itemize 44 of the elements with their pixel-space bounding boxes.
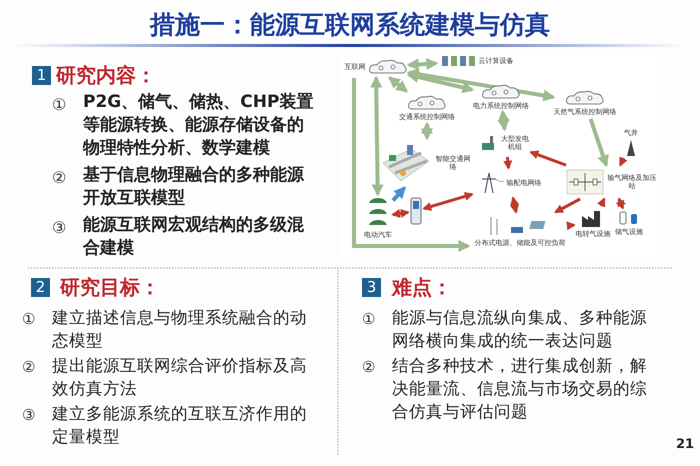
list-marker: ②	[52, 167, 68, 189]
list-marker: ①	[22, 309, 36, 330]
arrow	[510, 196, 519, 214]
arrow	[406, 71, 474, 94]
section-heading: 研究内容：	[56, 63, 157, 87]
arrow	[529, 150, 567, 166]
list-marker: ①	[362, 309, 376, 330]
list-item: 提出能源互联网综合评价指标及高效仿真方法	[52, 355, 308, 400]
page-number: 21	[676, 437, 696, 452]
list-item: 能源互联网宏观结构的多级混合建模	[83, 214, 305, 260]
arrow	[554, 198, 581, 214]
list-item: P2G、储气、储热、CHP装置等能源转换、能源存储设备的物理特性分析、数学建模	[83, 91, 314, 160]
list-marker: ②	[362, 357, 376, 378]
arrow	[406, 68, 556, 102]
arrow	[616, 197, 626, 210]
arrow	[406, 58, 438, 70]
arrow	[566, 221, 576, 230]
arrow	[422, 192, 474, 211]
list-item: 基于信息物理融合的多种能源开放互联模型	[83, 164, 306, 210]
arrow	[370, 76, 384, 196]
arrow	[618, 156, 628, 167]
number-badge: 3	[362, 278, 381, 297]
arrow	[392, 186, 406, 202]
arrow	[391, 208, 410, 218]
arrow	[498, 110, 510, 132]
list-item: 结合多种技术，进行集成创新，解决能量流、信息流与市场交易的综合仿真与评估问题	[392, 355, 648, 423]
slide-title: 措施一：能源互联网系统建模与仿真	[148, 9, 551, 41]
list-item: 建立多能源系统的互联互济作用的定量模型	[52, 403, 308, 448]
arrow	[421, 122, 433, 140]
list-marker: ③	[52, 217, 68, 239]
arrow	[503, 156, 512, 170]
section-heading: 难点：	[392, 275, 453, 299]
list-marker: ③	[22, 405, 36, 426]
section-heading: 研究目标：	[60, 275, 161, 299]
arrow	[388, 76, 408, 93]
list-item: 能源与信息流纵向集成、多种能源网络横向集成的统一表达问题	[392, 307, 648, 352]
list-marker: ②	[22, 357, 36, 378]
arrow	[588, 118, 609, 168]
number-badge: 2	[31, 278, 50, 297]
list-item: 建立描述信息与物理系统融合的动态模型	[52, 307, 308, 352]
list-marker: ①	[52, 94, 68, 116]
arrow	[352, 78, 470, 252]
number-badge: 1	[32, 66, 51, 85]
arrow	[597, 197, 606, 208]
